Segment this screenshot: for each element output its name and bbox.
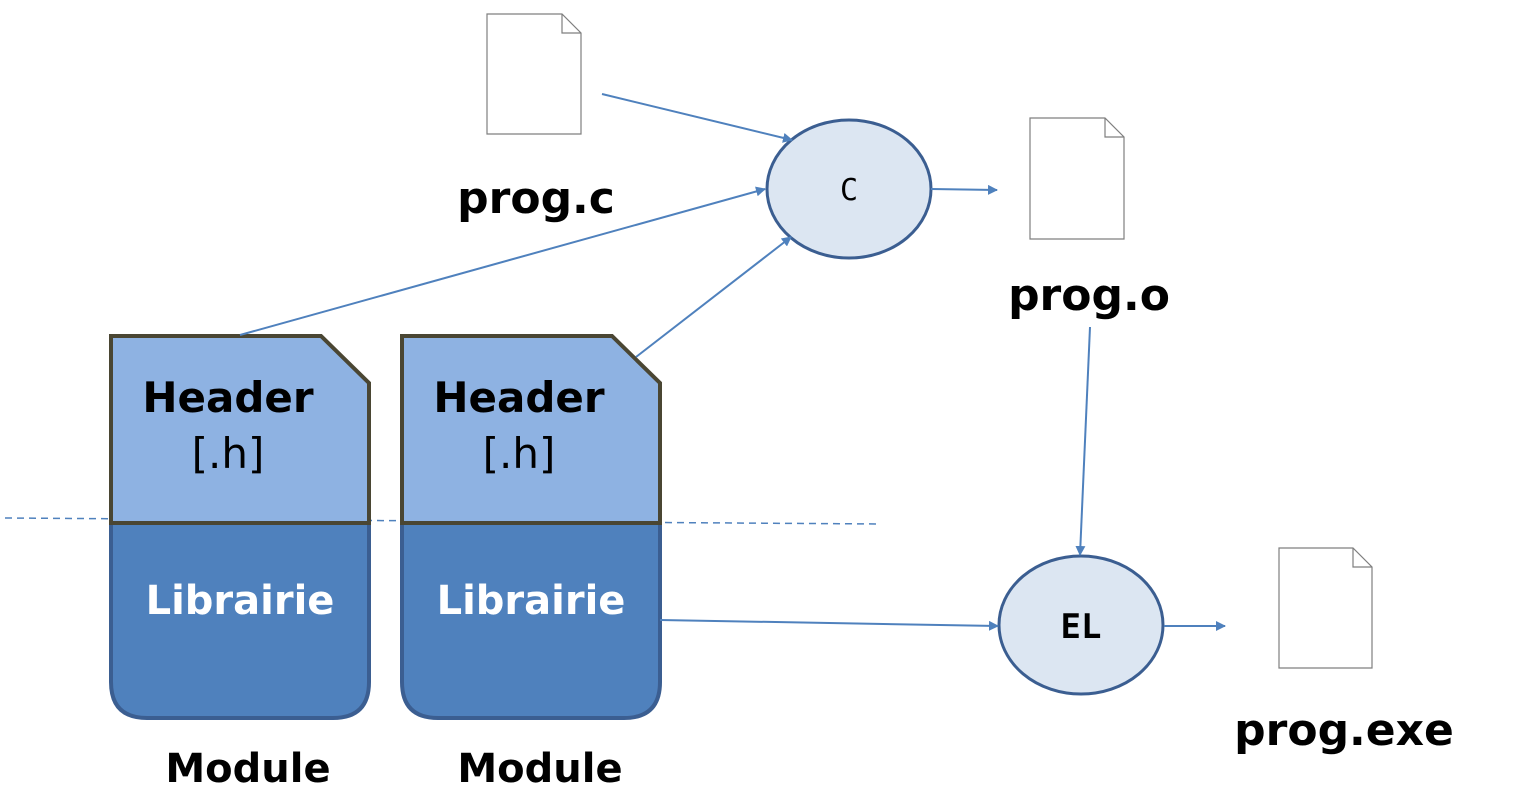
module-2-header-extension: [.h] xyxy=(483,429,556,478)
module-2-header-block xyxy=(400,334,662,525)
object-file-label: prog.o xyxy=(1008,270,1170,321)
module-1-header-block xyxy=(109,334,371,525)
module-2-caption: Module xyxy=(457,746,622,792)
linker-process-node xyxy=(997,554,1165,696)
module-1-header-title: Header xyxy=(142,373,314,422)
source-file-label: prog.c xyxy=(457,173,615,224)
module-1: Header [.h] Librairie xyxy=(109,334,371,720)
executable-file-document-icon xyxy=(1278,547,1373,669)
executable-file-label: prog.exe xyxy=(1234,705,1454,756)
arrow-header1-to-compiler xyxy=(239,186,766,336)
module-2-header-title: Header xyxy=(433,373,605,422)
module-2-library-block xyxy=(400,521,662,720)
module-1-library-block xyxy=(109,521,371,720)
arrow-source-to-compiler xyxy=(601,93,793,143)
arrow-object-to-linker xyxy=(1075,326,1091,556)
arrow-library-to-linker xyxy=(659,619,999,631)
object-file-document-icon xyxy=(1029,117,1125,240)
module-2: Header [.h] Librairie xyxy=(400,334,662,720)
arrow-header2-to-compiler xyxy=(635,236,792,358)
module-1-caption: Module xyxy=(165,746,330,792)
arrow-compiler-to-object xyxy=(930,184,998,195)
compiler-label: C xyxy=(840,173,858,208)
module-2-library-label: Librairie xyxy=(437,578,626,624)
linker-label: EL xyxy=(1061,607,1102,647)
source-file-document-icon xyxy=(486,13,582,135)
module-1-library-label: Librairie xyxy=(146,578,335,624)
module-1-header-extension: [.h] xyxy=(192,429,265,478)
